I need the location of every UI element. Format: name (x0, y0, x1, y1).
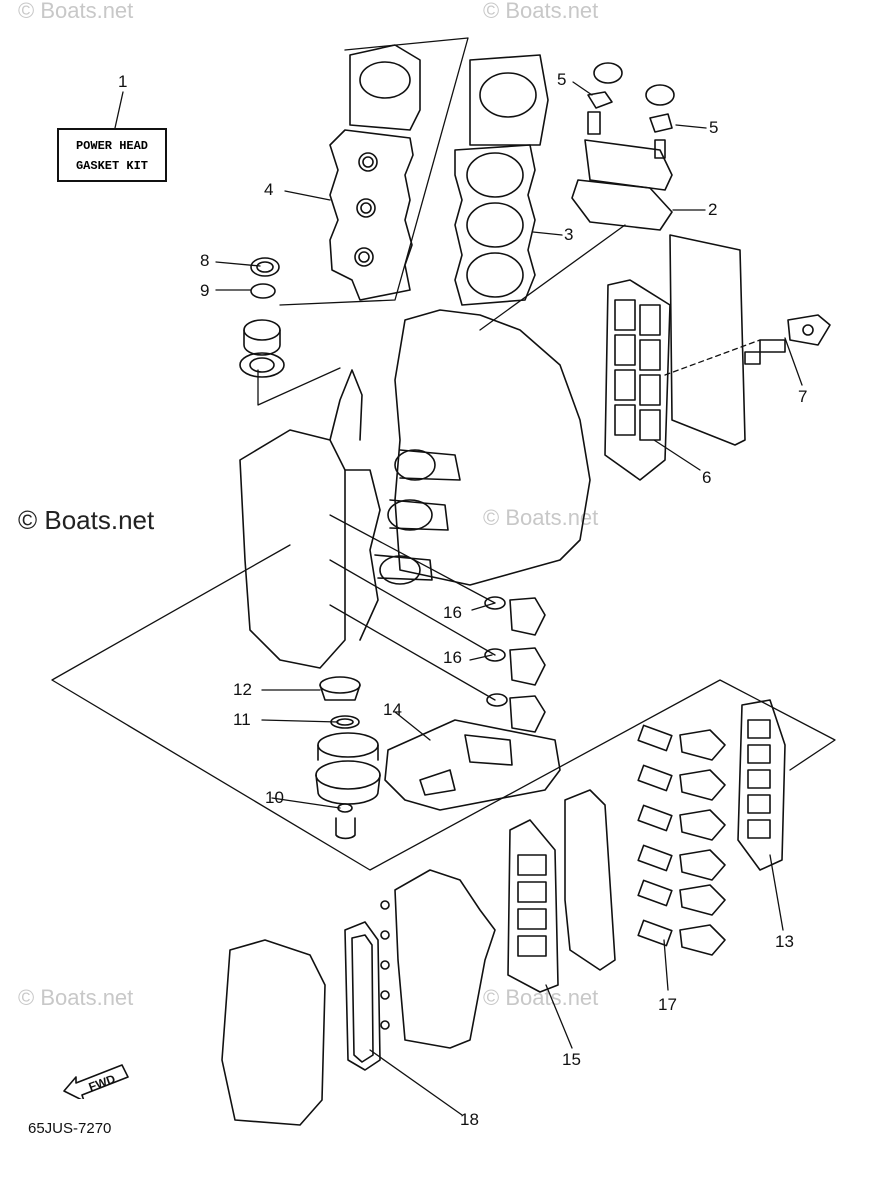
watermark: © Boats.net (483, 985, 599, 1010)
kit-label-line2: GASKET KIT (75, 159, 148, 173)
callout-8: 8 (200, 251, 210, 270)
lower-bearing-stack (315, 676, 381, 840)
exhaust-plate-gasket (604, 234, 746, 481)
callout-18: 18 (460, 1110, 479, 1129)
silencer-gasket (221, 921, 381, 1126)
leader-lines (114, 81, 803, 1116)
callout-16a: 16 (443, 603, 462, 622)
callout-12: 12 (233, 680, 252, 699)
watermark: © Boats.net (483, 505, 599, 530)
crankcase (239, 369, 436, 669)
upper-bearing (239, 319, 285, 378)
callout-7: 7 (798, 387, 808, 406)
head-gasket (454, 54, 549, 306)
watermark: © Boats.net (18, 0, 134, 23)
callout-17: 17 (658, 995, 677, 1014)
callout-3: 3 (564, 225, 574, 244)
crank-seals (484, 596, 546, 733)
callout-14: 14 (383, 700, 402, 719)
head-cover (329, 44, 421, 301)
callout-5a: 5 (557, 70, 567, 89)
callout-6: 6 (702, 468, 712, 487)
watermark: © Boats.net (18, 505, 155, 535)
callout-5b: 5 (709, 118, 719, 137)
reed-valves (637, 724, 726, 956)
callout-1: 1 (118, 72, 128, 91)
callout-10: 10 (265, 788, 284, 807)
fwd-arrow-icon: FWD (63, 1064, 129, 1099)
callout-11: 11 (233, 710, 251, 729)
callout-13: 13 (775, 932, 794, 951)
fwd-label: FWD (87, 1072, 118, 1095)
base-gasket (384, 719, 561, 811)
anode-assembly (744, 314, 831, 365)
watermark: © Boats.net (18, 985, 134, 1010)
frame-upper (279, 37, 469, 306)
seal-and-oring (250, 257, 280, 299)
intake-manifold (380, 869, 496, 1049)
intake-gasket (507, 789, 616, 993)
callout-16b: 16 (443, 648, 462, 667)
exhaust-gasket (571, 62, 675, 231)
diagram-code: 65JUS-7270 (28, 1120, 112, 1137)
gasket-kit-label: POWER HEAD GASKET KIT (57, 128, 167, 182)
callout-15: 15 (562, 1050, 581, 1069)
cylinder-block (374, 309, 591, 586)
callout-2: 2 (708, 200, 718, 219)
frame-lower (51, 544, 836, 871)
watermark: © Boats.net (483, 0, 599, 23)
callout-4: 4 (264, 180, 274, 199)
kit-label-line1: POWER HEAD (75, 139, 148, 153)
reed-gasket-right (737, 699, 786, 871)
callout-9: 9 (200, 281, 210, 300)
